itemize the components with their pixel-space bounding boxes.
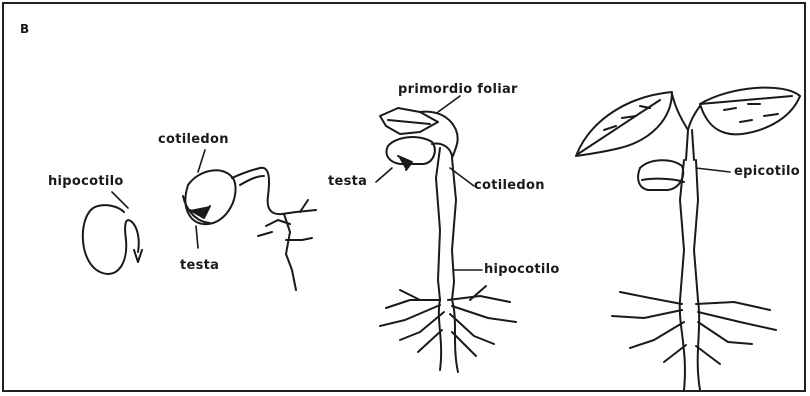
- label-primordio-foliar: primordio foliar: [398, 82, 518, 97]
- stage-3-seedling: [380, 108, 516, 372]
- leader-testa-2: [376, 168, 392, 182]
- label-epicotilo: epicotilo: [734, 164, 800, 179]
- leader-primordio: [438, 96, 460, 112]
- panel-letter: B: [20, 22, 29, 36]
- leader-cotiledon-1: [198, 150, 205, 172]
- label-testa-2: testa: [328, 174, 367, 189]
- label-testa-1: testa: [180, 258, 219, 273]
- label-cotiledon-1: cotiledon: [158, 132, 229, 147]
- stage-4-seedling: [576, 88, 800, 390]
- label-hipocotilo-1: hipocotilo: [48, 174, 124, 189]
- label-cotiledon-2: cotiledon: [474, 178, 545, 193]
- stage-1-seed: [83, 205, 142, 274]
- leader-epicotilo: [696, 168, 730, 172]
- leader-lines: [112, 96, 730, 270]
- label-hipocotilo-2: hipocotilo: [484, 262, 560, 277]
- leader-testa-1: [196, 226, 198, 248]
